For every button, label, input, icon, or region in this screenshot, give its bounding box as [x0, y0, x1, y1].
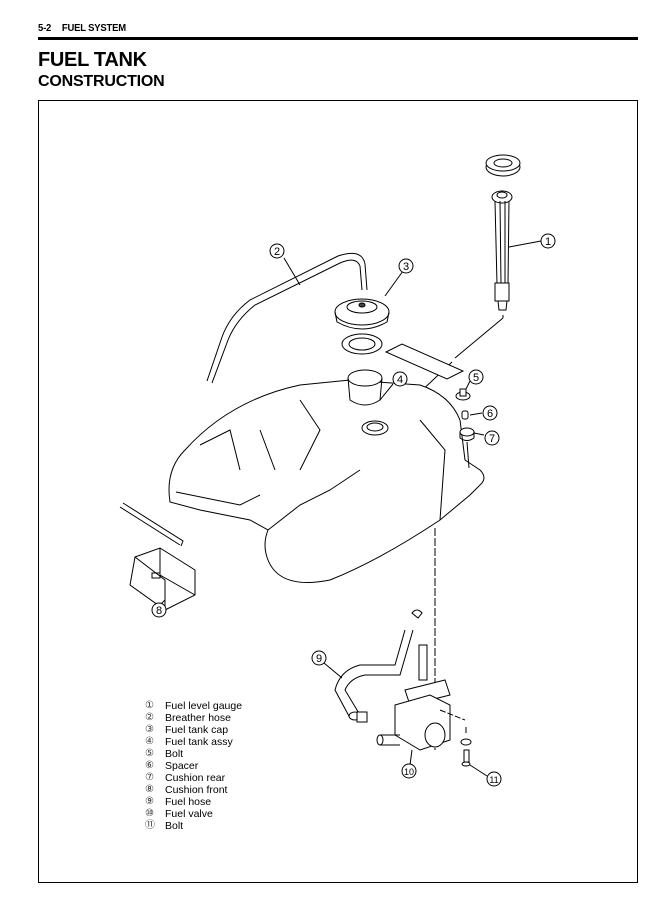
callout-label-4: 4	[397, 374, 403, 386]
breather-hose	[206, 252, 368, 384]
legend-number: ⑧	[145, 784, 154, 795]
legend-label: Bolt	[165, 748, 184, 760]
fuel-tank-cap	[334, 298, 390, 355]
callout-label-1: 1	[545, 236, 551, 248]
legend-number: ⑦	[145, 772, 154, 783]
callout-6	[482, 405, 498, 421]
legend-label: Cushion rear	[165, 772, 226, 784]
legend-label: Fuel tank assy	[165, 736, 233, 748]
legend-label: Bolt	[165, 820, 184, 832]
legend-item: ⑦ Cushion rear	[145, 772, 242, 784]
callout-11	[486, 771, 502, 787]
callout-1	[540, 233, 556, 249]
legend-label: Cushion front	[165, 784, 228, 796]
legend-item: ① Fuel level gauge	[145, 700, 242, 712]
diagram-frame	[38, 100, 638, 883]
callout-7	[484, 430, 500, 446]
callout-label-5: 5	[473, 372, 479, 384]
legend-item: ② Breather hose	[145, 712, 242, 724]
legend-item: ⑪ Bolt	[145, 820, 242, 832]
page-subtitle: CONSTRUCTION	[38, 73, 165, 90]
parts-legend: ① Fuel level gauge ② Breather hose ③ Fuel t…	[145, 700, 242, 832]
legend-item: ④ Fuel tank assy	[145, 736, 242, 748]
callout-8	[151, 602, 167, 618]
legend-label: Fuel tank cap	[165, 724, 229, 736]
legend-number: ⑤	[145, 748, 154, 759]
callout-label-9: 9	[316, 653, 322, 665]
legend-number: ⑩	[145, 808, 154, 819]
legend-label: Fuel level gauge	[165, 700, 243, 712]
legend-item: ③ Fuel tank cap	[145, 724, 242, 736]
legend-label: Fuel hose	[165, 796, 212, 808]
page-number: 5-2	[38, 22, 52, 34]
legend-number: ④	[145, 736, 154, 747]
legend-label: Spacer	[165, 760, 199, 772]
legend-number: ⑪	[145, 820, 155, 831]
callout-label-7: 7	[489, 433, 495, 445]
callout-labels: 1 2 3 4 5 6 7 8 9 10 11	[156, 236, 551, 785]
callout-10	[401, 763, 417, 779]
callout-9	[311, 650, 327, 666]
fuel-valve	[376, 644, 472, 767]
callout-2	[269, 243, 285, 259]
legend-item: ⑤ Bolt	[145, 748, 242, 760]
legend-number: ⑨	[145, 796, 154, 807]
callout-5	[468, 369, 484, 385]
section-title: FUEL SYSTEM	[61, 22, 126, 34]
callout-label-11: 11	[489, 775, 498, 785]
gasket-plate	[384, 343, 465, 380]
legend-label: Fuel valve	[165, 808, 213, 820]
legend-number: ⑥	[145, 760, 154, 771]
header-rule	[38, 37, 638, 40]
legend-item: ⑧ Cushion front	[145, 784, 242, 796]
callout-label-3: 3	[403, 261, 409, 273]
legend-label: Breather hose	[165, 712, 231, 724]
fuel-level-gauge	[379, 154, 521, 431]
leader-lines	[158, 240, 542, 777]
callout-3	[398, 258, 414, 274]
callout-label-6: 6	[487, 408, 493, 420]
legend-item: ⑩ Fuel valve	[145, 808, 242, 820]
page-title: FUEL TANK	[38, 49, 147, 71]
legend-item: ⑨ Fuel hose	[145, 796, 242, 808]
legend-number: ①	[145, 700, 154, 711]
fuel-hose	[334, 609, 423, 723]
callouts	[151, 233, 556, 787]
legend-number: ②	[145, 712, 154, 723]
bolt-spacer-cushion	[455, 388, 475, 469]
legend-item: ⑥ Spacer	[145, 760, 242, 772]
fuel-tank	[168, 369, 485, 750]
callout-label-10: 10	[404, 767, 414, 777]
cushion-front	[119, 502, 196, 611]
callout-label-2: 2	[274, 246, 280, 258]
callout-4	[392, 371, 408, 387]
page-header: 5-2 FUEL SYSTEM	[38, 22, 126, 34]
legend-number: ③	[145, 724, 154, 735]
callout-label-8: 8	[156, 605, 162, 617]
